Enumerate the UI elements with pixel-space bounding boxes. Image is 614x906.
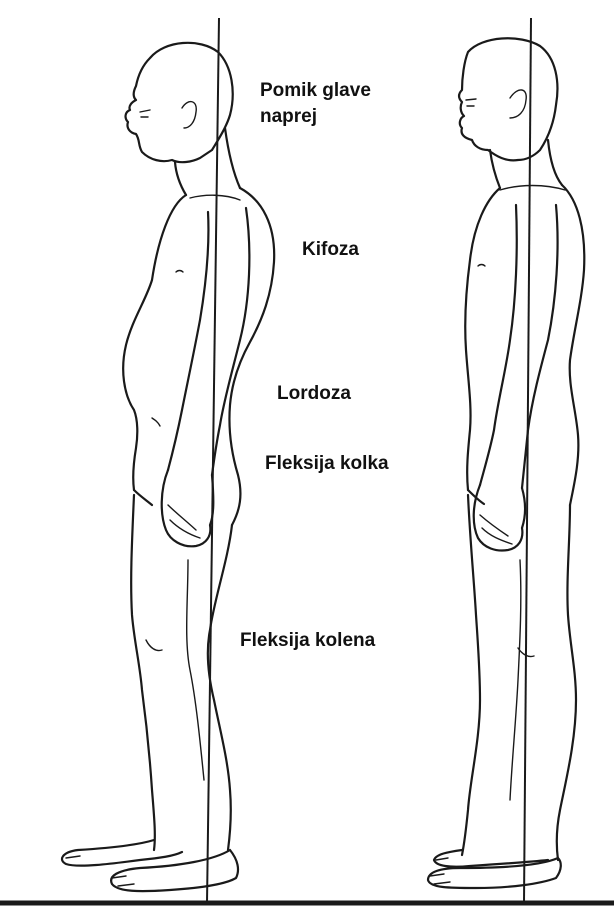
good-hand bbox=[474, 485, 525, 551]
good-nipple bbox=[478, 265, 485, 267]
poor-groin bbox=[134, 490, 152, 505]
lordosis-label: Lordoza bbox=[277, 381, 351, 407]
good-ear bbox=[510, 90, 526, 118]
poor-arm-front bbox=[168, 212, 208, 470]
poor-chest bbox=[123, 195, 186, 490]
poor-inner-leg bbox=[187, 560, 204, 780]
forward-head-label: Pomik glave naprej bbox=[260, 78, 400, 130]
kyphosis-label: Kifoza bbox=[302, 237, 359, 263]
good-posture-figure bbox=[428, 18, 584, 903]
good-neck-back bbox=[548, 140, 562, 185]
good-chest bbox=[465, 188, 500, 490]
good-back bbox=[562, 185, 584, 505]
good-toes bbox=[430, 858, 450, 884]
poor-plumb-line bbox=[207, 18, 219, 903]
good-front-foot bbox=[428, 858, 561, 888]
poor-eye bbox=[140, 110, 150, 117]
poor-posture-figure bbox=[62, 18, 274, 903]
good-shoulder bbox=[500, 186, 565, 191]
good-eye bbox=[466, 99, 476, 106]
knee-flexion-label: Fleksija kolena bbox=[240, 628, 375, 654]
poor-rear-foot bbox=[62, 840, 182, 866]
good-arm-front bbox=[480, 205, 517, 485]
poor-navel bbox=[152, 418, 160, 426]
poor-shoulder bbox=[190, 195, 240, 200]
poor-knee bbox=[146, 640, 162, 651]
hip-flexion-label: Fleksija kolka bbox=[265, 451, 389, 477]
poor-fingers bbox=[168, 505, 200, 538]
good-inner-leg bbox=[510, 560, 521, 800]
poor-leg-front bbox=[131, 495, 155, 850]
good-fingers bbox=[480, 515, 512, 544]
poor-nipple bbox=[176, 271, 183, 273]
poor-neck-back bbox=[225, 128, 240, 188]
poor-hand bbox=[162, 470, 214, 546]
poor-neck-front bbox=[175, 162, 186, 195]
forward-head-text: Pomik glave naprej bbox=[260, 78, 400, 130]
poor-ear bbox=[182, 102, 196, 128]
good-leg-back bbox=[557, 505, 576, 860]
good-leg-front bbox=[462, 495, 480, 855]
